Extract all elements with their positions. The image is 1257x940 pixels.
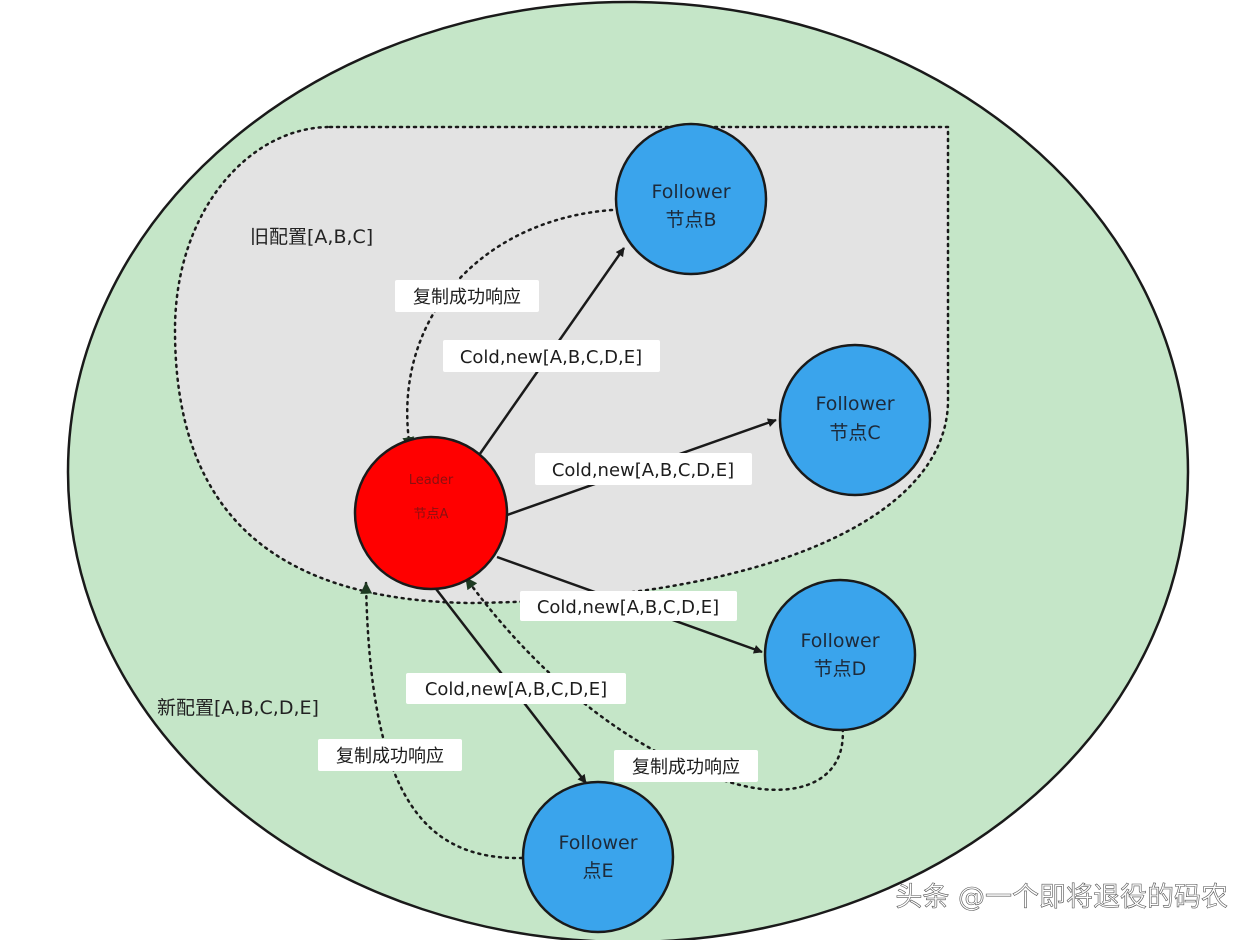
msg-label-c: Cold,new[A,B,C,D,E] — [535, 453, 752, 485]
svg-text:Cold,new[A,B,C,D,E]: Cold,new[A,B,C,D,E] — [425, 679, 607, 700]
ack-label-b: 复制成功响应 — [395, 280, 539, 312]
svg-text:Cold,new[A,B,C,D,E]: Cold,new[A,B,C,D,E] — [537, 597, 719, 618]
svg-text:复制成功响应: 复制成功响应 — [336, 746, 444, 767]
svg-text:节点A: 节点A — [414, 507, 449, 522]
follower-node-d: Follower 节点D — [763, 578, 917, 732]
svg-text:Follower: Follower — [558, 832, 637, 854]
svg-text:Cold,new[A,B,C,D,E]: Cold,new[A,B,C,D,E] — [552, 460, 734, 481]
svg-text:Follower: Follower — [815, 393, 894, 415]
msg-label-e: Cold,new[A,B,C,D,E] — [406, 673, 626, 704]
ack-label-d: 复制成功响应 — [614, 750, 758, 782]
msg-label-d: Cold,new[A,B,C,D,E] — [520, 591, 737, 621]
svg-text:节点C: 节点C — [829, 422, 880, 444]
ack-curve-b — [402, 208, 614, 450]
ack-curve-d — [464, 576, 845, 792]
follower-node-b: Follower 节点B — [614, 122, 768, 276]
leader-node-a: Leader 节点A — [353, 435, 509, 591]
svg-text:Follower: Follower — [651, 181, 730, 203]
svg-text:节点B: 节点B — [665, 209, 716, 231]
new-config-label: 新配置[A,B,C,D,E] — [157, 697, 319, 719]
svg-text:节点D: 节点D — [814, 658, 867, 680]
msg-label-b: Cold,new[A,B,C,D,E] — [443, 340, 660, 372]
svg-text:点E: 点E — [582, 860, 613, 882]
ack-label-e: 复制成功响应 — [318, 739, 462, 771]
follower-node-e: Follower 点E — [521, 780, 675, 934]
ack-curve-e — [360, 581, 524, 860]
svg-text:Cold,new[A,B,C,D,E]: Cold,new[A,B,C,D,E] — [460, 347, 642, 368]
svg-text:复制成功响应: 复制成功响应 — [413, 287, 521, 308]
follower-node-c: Follower 节点C — [778, 343, 932, 497]
svg-text:复制成功响应: 复制成功响应 — [632, 757, 740, 778]
svg-text:Leader: Leader — [409, 473, 454, 488]
old-config-label: 旧配置[A,B,C] — [250, 226, 373, 248]
watermark-text: 头条 @一个即将退役的码农 — [895, 882, 1228, 913]
svg-text:Follower: Follower — [800, 630, 879, 652]
